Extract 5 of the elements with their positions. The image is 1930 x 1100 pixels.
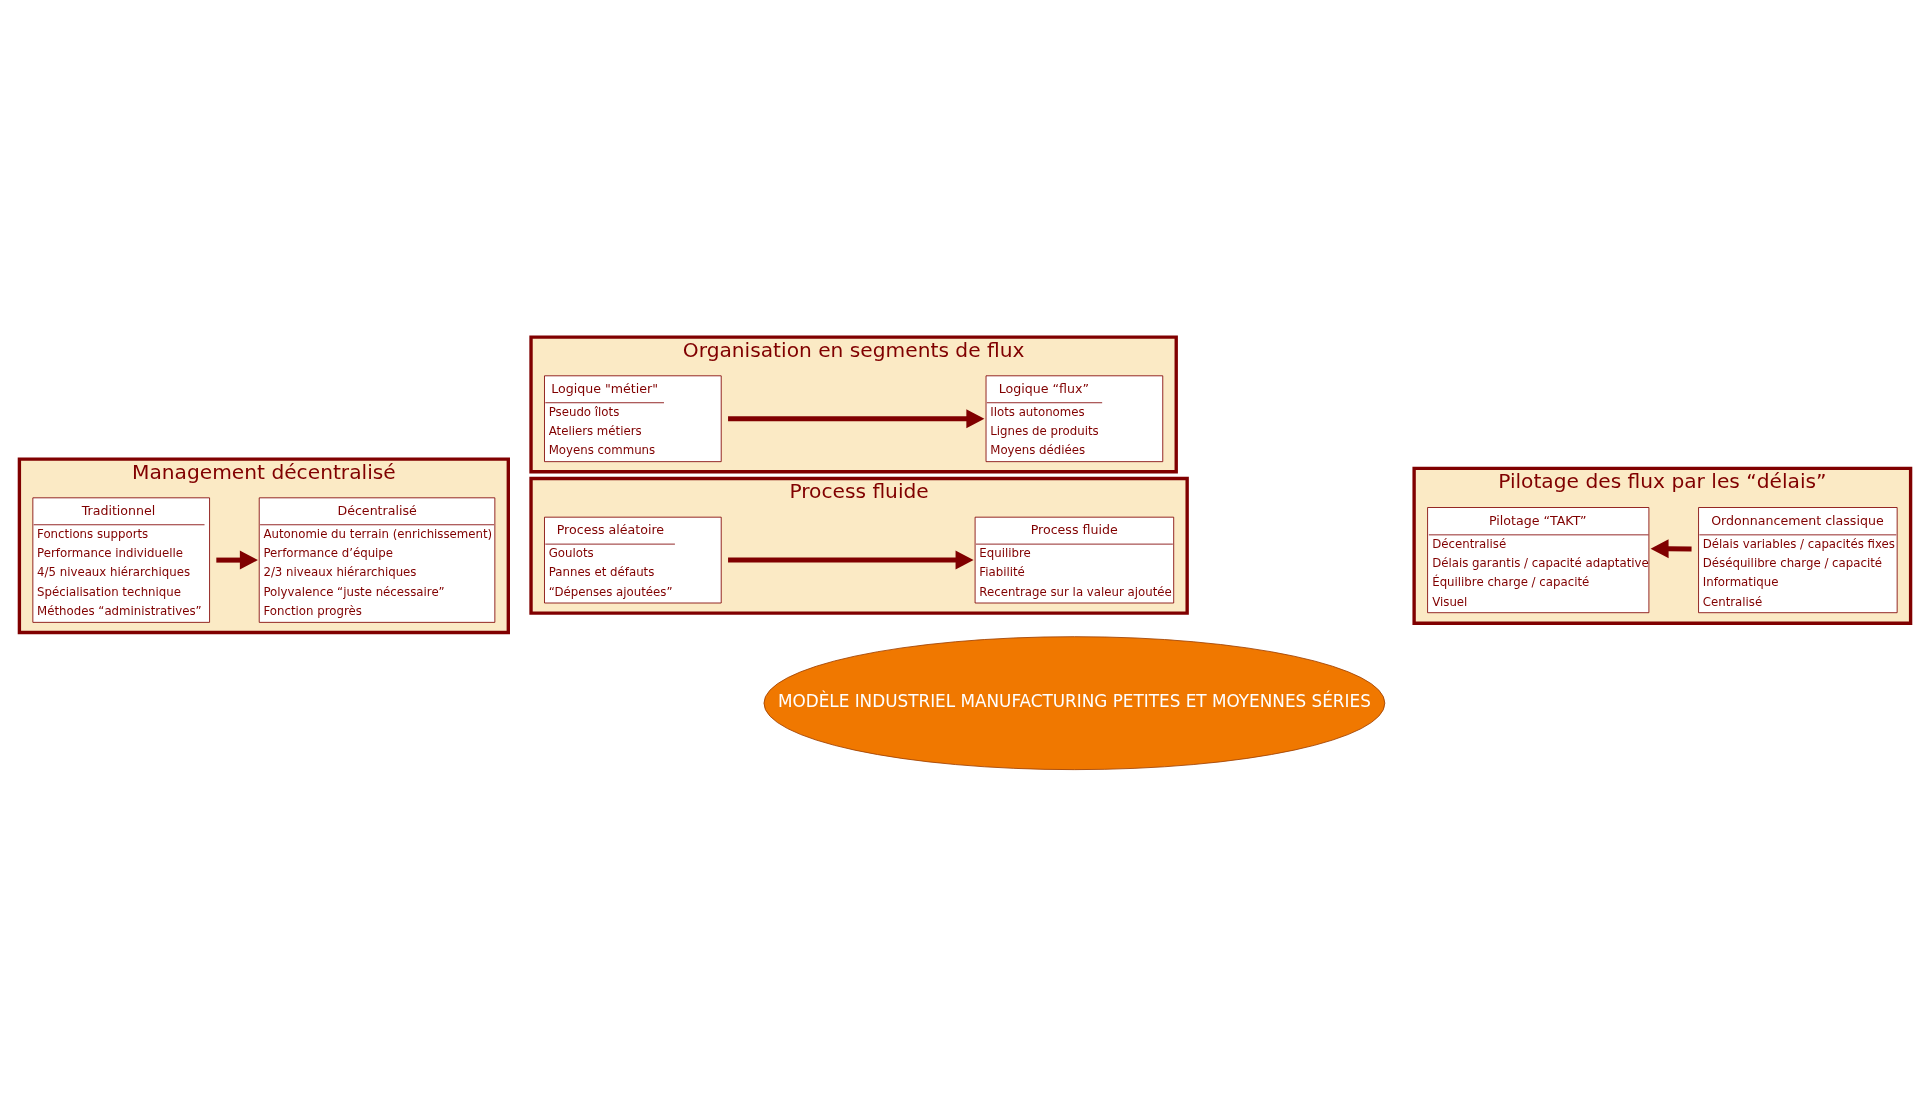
arrow	[216, 550, 258, 570]
arrow	[728, 409, 985, 429]
arrow	[1650, 539, 1692, 559]
node-ellipse: MODÈLE INDUSTRIEL MANUFACTURING PETITES ET MOYENNES SÉRIES	[763, 636, 1386, 771]
arrow	[728, 550, 974, 570]
